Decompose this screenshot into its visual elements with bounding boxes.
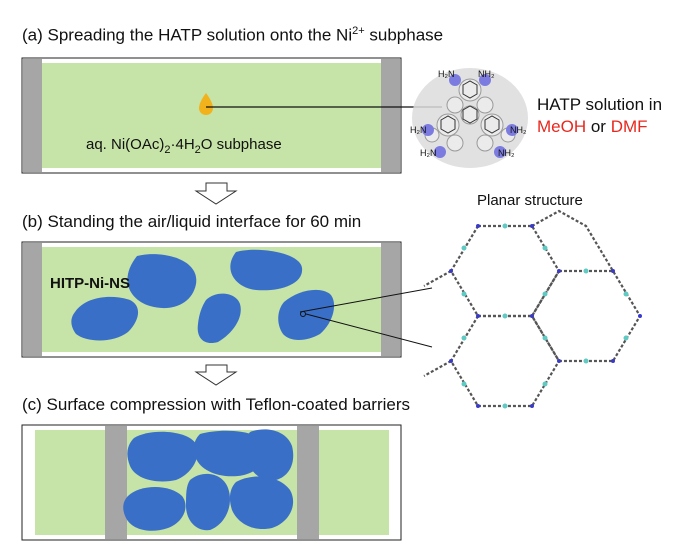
nanosheet-4 bbox=[197, 293, 241, 344]
subphase-label-part1: aq. Ni(OAc) bbox=[86, 136, 165, 153]
trough-a-left-barrier bbox=[23, 59, 42, 172]
trough-c-right-barrier bbox=[297, 426, 319, 539]
subphase-label: aq. Ni(OAc)2·4H2O subphase bbox=[86, 137, 282, 156]
subphase-label-sub: 2 bbox=[164, 144, 171, 156]
down-arrow-icon-2 bbox=[194, 364, 238, 386]
nanosheet-c5 bbox=[186, 473, 230, 531]
hatp-molecule-icon bbox=[412, 68, 528, 168]
nanosheet-c6 bbox=[229, 476, 294, 530]
amine-label-3: H₂N bbox=[410, 125, 427, 135]
planar-structure-metal-nodes bbox=[461, 223, 629, 409]
solvent-meoh: MeOH bbox=[537, 117, 587, 136]
hatp-droplet-icon bbox=[199, 93, 213, 115]
trough-b-right-barrier bbox=[381, 243, 400, 356]
amine-label-1: H₂N bbox=[438, 69, 455, 79]
nanosheet-c1 bbox=[127, 431, 198, 482]
subphase-label-part2: ·4H bbox=[170, 136, 195, 153]
panel-a-heading-tail: subphase bbox=[364, 25, 444, 45]
trough-a bbox=[21, 57, 442, 174]
planar-structure-label: Planar structure bbox=[477, 192, 583, 209]
amine-label-4: NH₂ bbox=[510, 125, 527, 135]
panel-a-heading-text: (a) Spreading the HATP solution onto the… bbox=[22, 25, 353, 45]
amine-label-6: NH₂ bbox=[498, 148, 515, 158]
amine-label-2: NH₂ bbox=[478, 69, 495, 79]
nanosheet-c3 bbox=[245, 429, 294, 481]
trough-a-subphase bbox=[42, 63, 382, 168]
nanosheet-label: HITP-Ni-NS bbox=[50, 275, 130, 292]
nanosheet-c4 bbox=[123, 487, 186, 531]
planar-structure-amine-nodes bbox=[449, 224, 642, 408]
solvent-or: or bbox=[586, 117, 611, 136]
nanosheet-5 bbox=[278, 289, 335, 340]
solvent-dmf: DMF bbox=[610, 117, 648, 136]
panel-c-heading: (c) Surface compression with Teflon-coat… bbox=[22, 395, 411, 414]
subphase-label-part3: O subphase bbox=[200, 136, 282, 153]
trough-c bbox=[21, 424, 402, 541]
subphase-label-sub2: 2 bbox=[194, 144, 201, 156]
panel-a-heading-superscript: 2+ bbox=[352, 25, 365, 37]
magnify-line-lower bbox=[305, 313, 433, 348]
amine-label-5: H₂N bbox=[420, 148, 437, 158]
magnify-line-upper bbox=[299, 287, 433, 313]
nanosheet-1 bbox=[127, 254, 197, 309]
trough-c-left-barrier bbox=[105, 426, 127, 539]
trough-b-left-barrier bbox=[23, 243, 42, 356]
nanosheet-2 bbox=[230, 249, 303, 291]
planar-structure-icon bbox=[423, 209, 642, 408]
solution-label: HATP solution in bbox=[537, 95, 663, 114]
trough-b bbox=[21, 241, 433, 358]
trough-a-right-barrier bbox=[381, 59, 400, 172]
down-arrow-icon-1 bbox=[194, 182, 238, 205]
panel-a-heading: (a) Spreading the HATP solution onto the… bbox=[22, 26, 443, 44]
panel-b-heading: (b) Standing the air/liquid interface fo… bbox=[22, 212, 362, 231]
solvent-label: MeOH or DMF bbox=[537, 118, 648, 135]
nanosheet-3 bbox=[71, 296, 139, 341]
